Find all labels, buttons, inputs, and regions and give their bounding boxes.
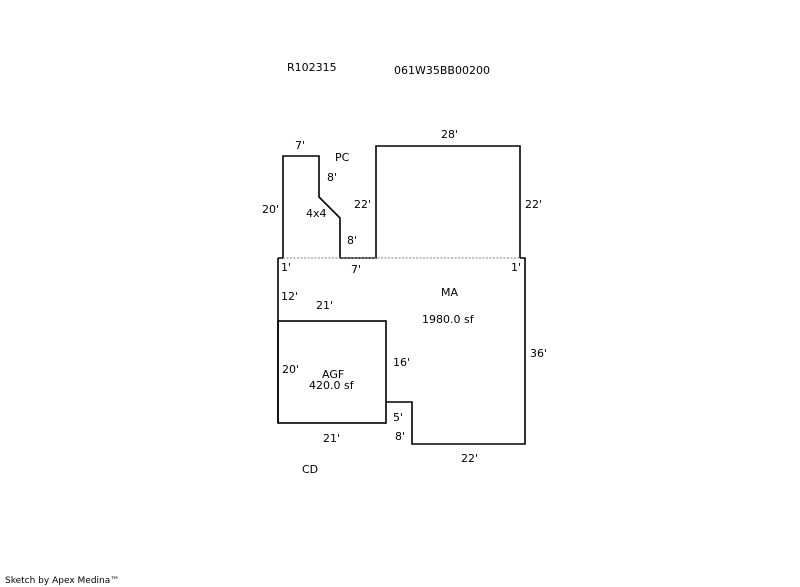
dim-upper-right-top: 28' [441, 128, 458, 141]
dim-upper-right-offset: 1' [511, 261, 521, 274]
pc-outline [282, 145, 521, 259]
account-id-label: R102315 [287, 61, 337, 74]
ma-area-code: MA [441, 286, 458, 299]
dim-ma-step-vertical: 8' [395, 430, 405, 443]
agf-area-code: AGF [322, 368, 344, 381]
dim-ma-bottom: 22' [461, 452, 478, 465]
cd-area-code: CD [302, 463, 318, 476]
agf-outline [277, 320, 387, 424]
dim-ma-left-upper: 12' [281, 290, 298, 303]
agf-area-value: 420.0 sf [309, 379, 355, 392]
dim-pc-diag-lower: 8' [347, 234, 357, 247]
dim-pc-offset-left: 1' [281, 261, 291, 274]
dim-ma-right: 36' [530, 347, 547, 360]
dim-pc-bottom: 7' [351, 263, 361, 276]
dim-upper-right-left: 22' [354, 198, 371, 211]
dim-agf-bottom: 21' [323, 432, 340, 445]
pc-sub-label: 4x4 [306, 207, 327, 220]
dim-pc-notch-right: 8' [327, 171, 337, 184]
dim-upper-right-right: 22' [525, 198, 542, 211]
map-tax-lot-label: 061W35BB00200 [394, 64, 490, 77]
pc-area-code: PC [335, 151, 350, 164]
dim-agf-step: 5' [393, 411, 403, 424]
dim-pc-left: 20' [262, 203, 279, 216]
sketch-credit: Sketch by Apex Medina™ [5, 576, 119, 586]
dim-agf-right: 16' [393, 356, 410, 369]
dim-agf-left: 20' [282, 363, 299, 376]
dim-agf-top: 21' [316, 299, 333, 312]
ma-area-value: 1980.0 sf [422, 313, 475, 326]
dim-pc-top: 7' [295, 139, 305, 152]
